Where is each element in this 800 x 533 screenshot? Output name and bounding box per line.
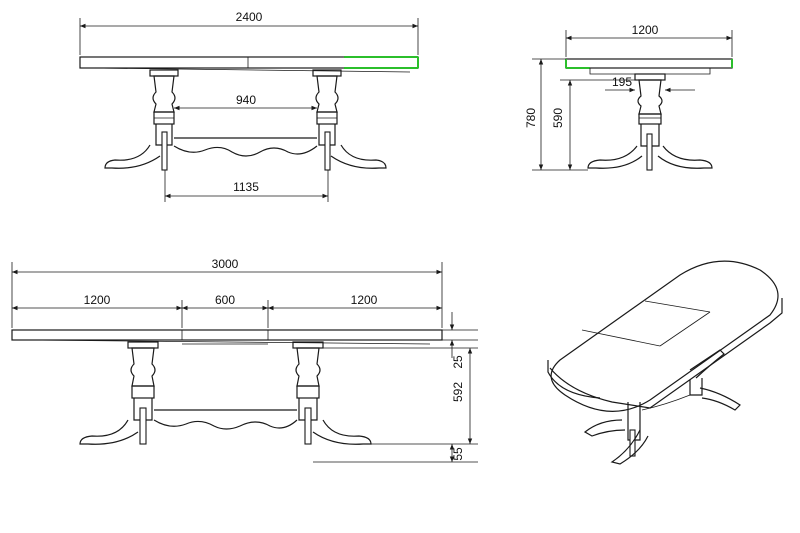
leg-right (312, 69, 387, 171)
foot-right (330, 144, 387, 169)
table-top (79, 56, 419, 69)
perspective-view (547, 260, 783, 465)
perspective-top (550, 260, 779, 412)
dim-195: 195 (612, 75, 632, 89)
dim-1200-side: 1200 (632, 23, 659, 37)
side-top (565, 58, 733, 69)
leg-left-extended (79, 341, 159, 445)
dim-25: 25 (451, 355, 465, 369)
dim-3000: 3000 (212, 257, 239, 271)
dim-2400: 2400 (236, 10, 263, 24)
dim-55: 55 (451, 447, 465, 461)
foot-left (104, 144, 161, 169)
leg-right-extended (292, 341, 372, 445)
dim-600: 600 (215, 293, 235, 307)
dim-1200-left: 1200 (84, 293, 111, 307)
dim-590: 590 (551, 108, 565, 128)
dim-780: 780 (524, 108, 538, 128)
dim-1200-right: 1200 (351, 293, 378, 307)
extended-top (11, 329, 443, 341)
side-view: 1200 195 780 590 (524, 23, 733, 171)
dim-592: 592 (451, 382, 465, 402)
front-view-closed: 2400 940 1135 (79, 10, 419, 202)
dim-940: 940 (236, 93, 256, 107)
front-view-extended: 3000 1200 600 1200 25 592 55 (11, 257, 478, 463)
leg-left (104, 69, 179, 171)
dim-1135: 1135 (233, 180, 259, 194)
